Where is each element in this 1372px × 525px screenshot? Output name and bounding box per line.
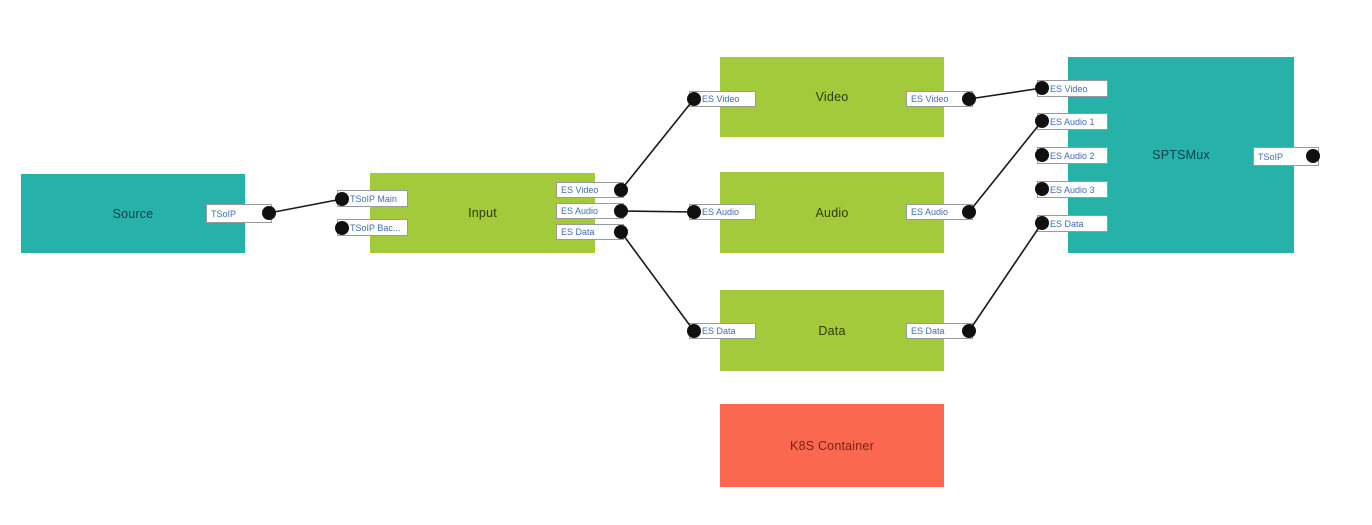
port-source-tsoip-out-label: TSoIP <box>211 208 237 219</box>
node-k8s-container-label: K8S Container <box>790 438 874 453</box>
node-source-label: Source <box>112 206 154 221</box>
port-sptsmux-es-video-in-label: ES Video <box>1050 83 1088 94</box>
node-sptsmux-label: SPTSMux <box>1152 148 1210 162</box>
edge-source-tsoip-to-input-tsoip-main[interactable] <box>268 198 343 214</box>
node-audio-label: Audio <box>815 205 849 220</box>
dot-data-es-data-out[interactable] <box>962 324 976 338</box>
port-sptsmux-es-audio-2-in-label: ES Audio 2 <box>1050 150 1095 161</box>
port-sptsmux-es-data-in[interactable]: ES Data <box>1037 215 1108 232</box>
dot-sptsmux-tsoip-out[interactable] <box>1306 149 1320 163</box>
dot-audio-es-audio-in[interactable] <box>687 205 701 219</box>
port-input-es-data-out-label: ES Data <box>561 227 595 237</box>
dot-sptsmux-es-audio-3-in[interactable] <box>1035 182 1049 196</box>
edge-input-es-data-to-data[interactable] <box>620 231 695 332</box>
port-sptsmux-tsoip-out-label: TSoIP <box>1258 151 1284 162</box>
node-k8s-container[interactable]: K8S Container <box>720 404 944 487</box>
port-data-es-data-out[interactable]: ES Data <box>906 323 973 339</box>
port-video-es-video-in[interactable]: ES Video <box>689 91 756 107</box>
node-video-label: Video <box>815 90 849 104</box>
dot-input-es-audio-out[interactable] <box>614 204 628 218</box>
port-input-tsoip-backup-in-label: TSoIP Bac... <box>350 222 401 233</box>
port-audio-es-audio-out-label: ES Audio <box>911 207 949 217</box>
dot-input-tsoip-backup-in[interactable] <box>335 221 349 235</box>
node-data-label: Data <box>818 323 846 338</box>
dot-input-tsoip-main-in[interactable] <box>335 192 349 206</box>
edge-video-es-video-to-sptsmux[interactable] <box>968 87 1043 100</box>
edge-data-es-data-to-sptsmux-es-data[interactable] <box>968 222 1043 332</box>
port-input-es-audio-out-label: ES Audio <box>561 206 599 216</box>
dot-video-es-video-out[interactable] <box>962 92 976 106</box>
dot-sptsmux-es-video-in[interactable] <box>1035 81 1049 95</box>
port-sptsmux-es-data-in-label: ES Data <box>1050 218 1084 229</box>
port-sptsmux-es-audio-3-in-label: ES Audio 3 <box>1050 184 1095 195</box>
port-video-es-video-in-label: ES Video <box>702 94 740 104</box>
port-source-tsoip-out[interactable]: TSoIP <box>206 204 272 223</box>
dot-source-tsoip-out[interactable] <box>262 206 276 220</box>
port-input-es-video-out[interactable]: ES Video <box>556 182 624 198</box>
edge-audio-es-audio-to-sptsmux-es-audio-1[interactable] <box>968 120 1043 213</box>
port-audio-es-audio-in-label: ES Audio <box>702 207 740 217</box>
dot-input-es-data-out[interactable] <box>614 225 628 239</box>
edge-input-es-video-to-video[interactable] <box>620 98 695 191</box>
port-sptsmux-es-audio-2-in[interactable]: ES Audio 2 <box>1037 147 1108 164</box>
edge-input-es-audio-to-audio[interactable] <box>620 210 695 213</box>
dot-sptsmux-es-audio-2-in[interactable] <box>1035 148 1049 162</box>
port-input-tsoip-main-in-label: TSoIP Main <box>350 193 397 204</box>
dot-sptsmux-es-data-in[interactable] <box>1035 216 1049 230</box>
port-sptsmux-tsoip-out[interactable]: TSoIP <box>1253 147 1319 166</box>
port-data-es-data-in-label: ES Data <box>702 326 736 336</box>
port-sptsmux-es-audio-3-in[interactable]: ES Audio 3 <box>1037 181 1108 198</box>
port-input-es-video-out-label: ES Video <box>561 185 599 195</box>
dot-input-es-video-out[interactable] <box>614 183 628 197</box>
dot-audio-es-audio-out[interactable] <box>962 205 976 219</box>
port-audio-es-audio-in[interactable]: ES Audio <box>689 204 756 220</box>
port-data-es-data-out-label: ES Data <box>911 326 945 336</box>
dot-data-es-data-in[interactable] <box>687 324 701 338</box>
dot-sptsmux-es-audio-1-in[interactable] <box>1035 114 1049 128</box>
port-video-es-video-out-label: ES Video <box>911 94 949 104</box>
port-sptsmux-es-audio-1-in-label: ES Audio 1 <box>1050 116 1095 127</box>
node-input-label: Input <box>468 206 497 220</box>
dot-video-es-video-in[interactable] <box>687 92 701 106</box>
